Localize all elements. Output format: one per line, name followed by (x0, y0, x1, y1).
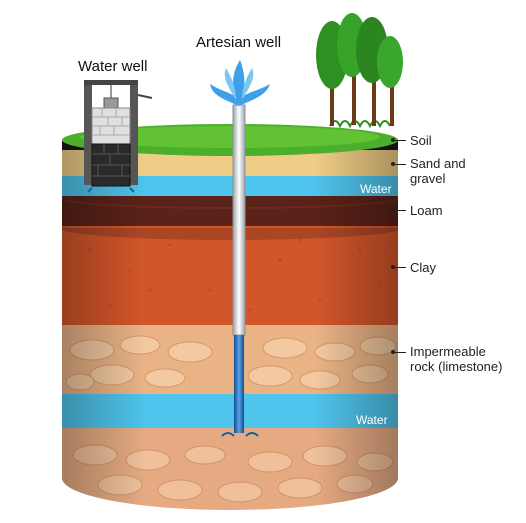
limestone-leader-dot (391, 350, 395, 354)
loam-leader-dot (391, 208, 395, 212)
trees (316, 13, 403, 126)
artesian-pipe (232, 104, 246, 336)
loam-label: Loam (410, 203, 443, 218)
ground-layers (62, 140, 398, 510)
soil-label: Soil (410, 133, 432, 148)
limestone-label-line2: rock (limestone) (410, 359, 503, 374)
artesian-pipe-water (234, 335, 244, 433)
limestone-leader (394, 352, 406, 353)
limestone-label: Impermeable rock (limestone) (410, 344, 502, 374)
clay-label: Clay (410, 260, 437, 275)
sand-leader-dot (391, 162, 395, 166)
loam-leader (394, 210, 406, 211)
sand-gravel-label: Sand and gravel (410, 156, 466, 186)
water-well-title: Water well (78, 58, 148, 75)
sand-gravel-label-line2: gravel (410, 171, 446, 186)
clay-leader (394, 267, 406, 268)
water-well (84, 80, 153, 193)
water-lower-label: Water (356, 413, 388, 427)
artesian-well-title: Artesian well (196, 34, 282, 51)
sand-leader (394, 164, 406, 165)
water-splash (210, 60, 270, 106)
soil-leader (394, 140, 406, 141)
clay-leader-dot (391, 265, 395, 269)
soil-leader-dot (391, 138, 395, 142)
limestone-label-line1: Impermeable (410, 344, 486, 359)
water-upper-label: Water (360, 182, 392, 196)
sand-gravel-label-line1: Sand and (410, 156, 466, 171)
